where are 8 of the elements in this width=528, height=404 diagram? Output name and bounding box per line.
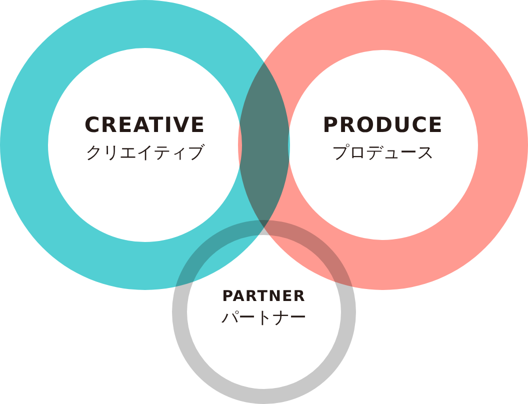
ring-subtitle: パートナー [220,308,308,328]
ring-title: PARTNER [221,286,307,304]
ring [0,0,290,290]
ring-subtitle: クリエイティブ [84,142,206,163]
ring-subtitle: プロデュース [331,142,435,163]
ring [238,0,528,290]
ring-title: PRODUCE [322,112,444,138]
ring-title: CREATIVE [83,112,207,138]
